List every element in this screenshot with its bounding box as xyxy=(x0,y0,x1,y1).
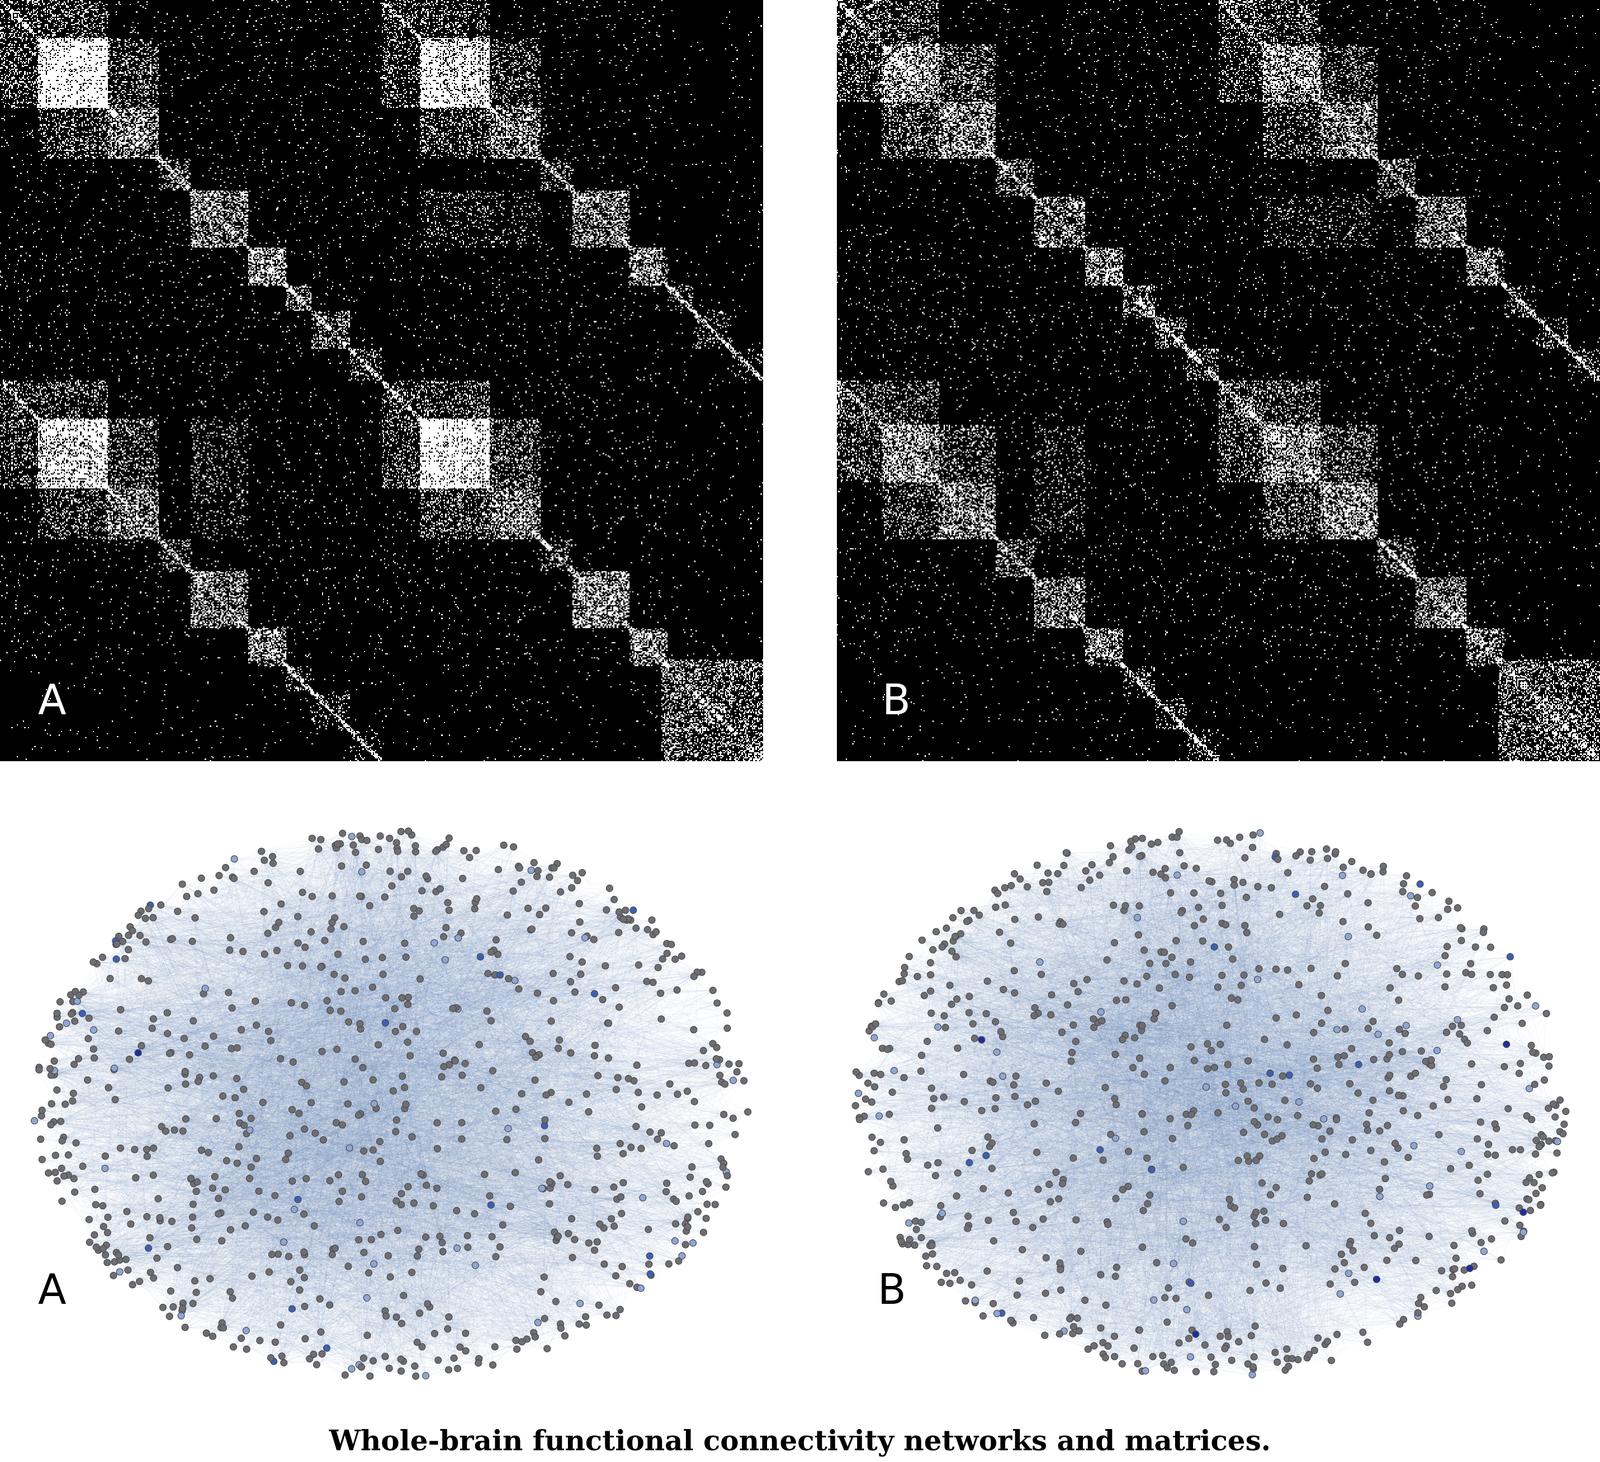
panel-letter: B xyxy=(877,1269,907,1311)
panel-letter: A xyxy=(38,1269,67,1311)
connectivity-matrix xyxy=(0,0,764,762)
connectivity-matrix xyxy=(836,0,1600,762)
panel-letter: B xyxy=(882,679,911,721)
panel-letter: A xyxy=(38,679,67,721)
network-graph xyxy=(817,793,1600,1437)
figure-caption: Whole-brain functional connectivity netw… xyxy=(0,1424,1600,1459)
network-graph xyxy=(0,793,783,1437)
